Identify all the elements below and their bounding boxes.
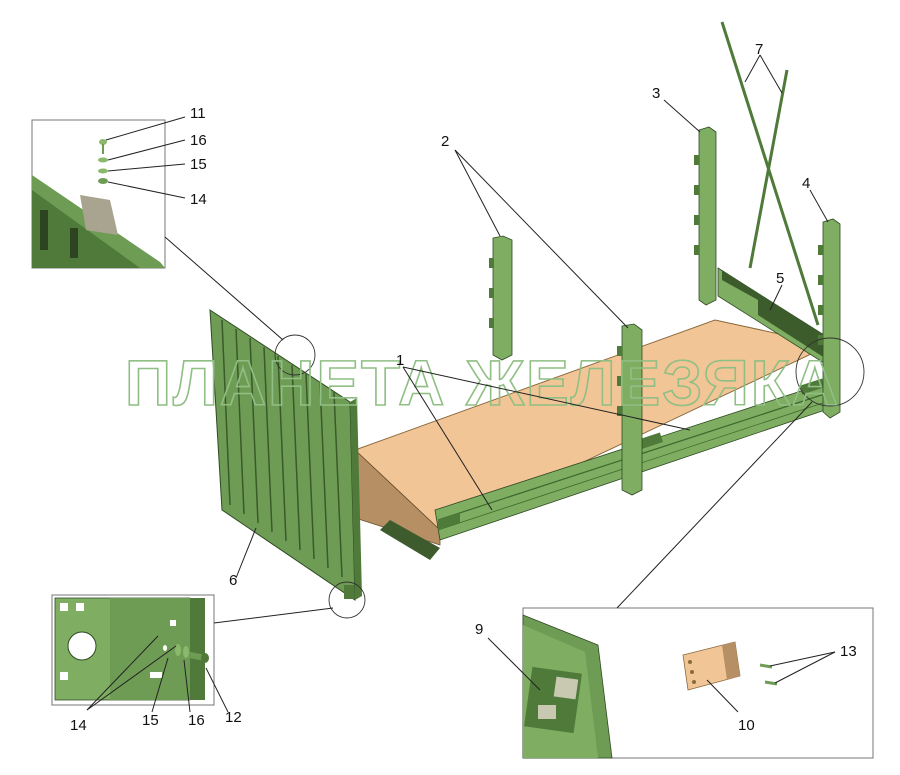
callout-6: 6 [229, 572, 237, 589]
callout-13: 13 [840, 643, 857, 660]
leader-lines [86, 54, 836, 713]
callout-9: 9 [475, 621, 483, 638]
callout-10: 10 [738, 717, 755, 734]
inset-lock-detail [522, 607, 874, 759]
callout-12: 12 [225, 709, 242, 726]
middle-stanchions [489, 235, 643, 496]
callout-7: 7 [755, 41, 763, 58]
callout-14-top: 14 [190, 191, 207, 208]
cross-brace-rods [720, 21, 820, 326]
callout-3: 3 [652, 85, 660, 102]
front-right-stanchion [818, 218, 841, 419]
front-board-panel [722, 270, 828, 360]
front-left-stanchion [694, 126, 717, 306]
platform-underframe [380, 520, 440, 560]
callout-15-top: 15 [190, 156, 207, 173]
callout-16-top: 16 [190, 132, 207, 149]
detail-circle-pin [328, 581, 366, 619]
watermark: ПЛАНЕТА ЖЕЛЕЗЯКА [125, 347, 840, 419]
callout-1: 1 [396, 352, 404, 369]
callout-11: 11 [190, 105, 206, 122]
callout-14-bottom: 14 [70, 717, 87, 734]
callout-16-bottom: 16 [188, 712, 205, 729]
inset-hinge-pin-detail [51, 594, 215, 706]
callout-15-bottom: 15 [142, 712, 159, 729]
inset-bolt-detail [31, 119, 166, 269]
cargo-platform-assembly [209, 21, 865, 619]
callout-labels: 1 2 3 4 5 6 7 9 10 11 12 13 16 15 14 14 … [70, 41, 857, 734]
rear-tailgate [209, 309, 362, 601]
detail-circle-hinge [274, 334, 316, 376]
callout-5: 5 [776, 270, 784, 287]
callout-2: 2 [441, 133, 449, 150]
callout-4: 4 [802, 175, 810, 192]
detail-circle-lock [795, 337, 865, 407]
